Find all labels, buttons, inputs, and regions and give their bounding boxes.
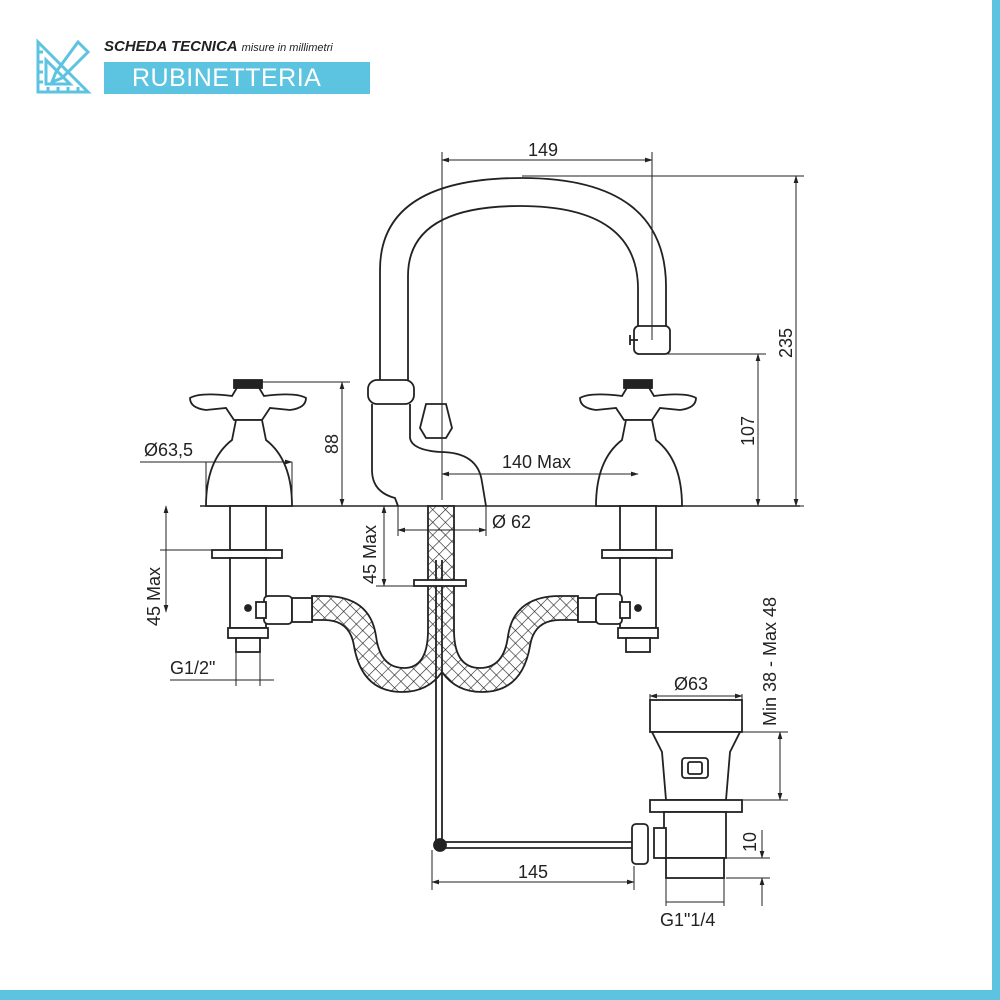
category-band: RUBINETTERIA [104, 62, 370, 94]
left-handle [189, 379, 307, 653]
dim-deck-thickness-spout: 45 Max [360, 525, 380, 584]
dim-drain-range: Min 38 - Max 48 [760, 597, 780, 726]
flex-hoses [311, 505, 579, 693]
ruler-pencil-icon [36, 38, 92, 94]
drain-rod [413, 560, 634, 852]
frame-bottom-border [0, 990, 1000, 1000]
spout [367, 177, 671, 507]
dim-drain-10: 10 [740, 832, 760, 852]
dim-total-height: 235 [776, 328, 796, 358]
dim-thread: G1/2" [170, 658, 215, 678]
dim-drain-diameter: Ø63 [674, 674, 708, 694]
dim-deck-thickness-handle: 45 Max [144, 567, 164, 626]
drain-valve [631, 699, 743, 879]
dim-rod-length: 145 [518, 862, 548, 882]
hose-fittings [255, 593, 631, 625]
dim-handle-height: 88 [322, 434, 342, 454]
dim-spout-base-diameter: Ø 62 [492, 512, 531, 532]
dimension-lines [140, 152, 804, 906]
sheet-subtitle: misure in millimetri [241, 42, 333, 54]
dim-spout-reach: 149 [528, 140, 558, 160]
dim-spout-height: 107 [738, 416, 758, 446]
dim-drain-thread: G1"1/4 [660, 910, 715, 930]
dim-handle-diameter: Ø63,5 [144, 440, 193, 460]
dim-handle-spacing: 140 Max [502, 452, 571, 472]
right-handle [579, 379, 697, 653]
frame-right-border [992, 0, 1000, 1000]
